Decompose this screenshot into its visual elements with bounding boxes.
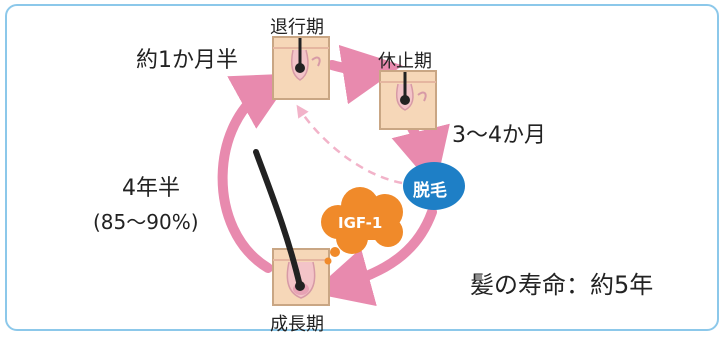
hair-follicle-icon: [379, 70, 437, 130]
lifespan-caption: 髪の寿命：約5年: [470, 265, 653, 300]
hair-loss-badge: [403, 162, 465, 210]
lifespan-value: 約5年: [590, 271, 654, 299]
cloud-icon: [321, 187, 403, 265]
hair-strand-icon: [253, 149, 303, 289]
lifespan-label: 髪の寿命：: [470, 271, 590, 299]
arrow-regression-to-resting: [327, 44, 403, 105]
stage-label-growth: 成長期: [270, 314, 324, 335]
igf-label: IGF-1: [338, 214, 383, 232]
stage-label-regression: 退行期: [270, 17, 324, 38]
stage-label-resting: 休止期: [378, 51, 432, 72]
duration-regression: 約1か月半: [136, 48, 238, 73]
duration-growth-years: 4年半: [122, 176, 180, 201]
duration-growth-ratio: (85～90%): [93, 210, 199, 234]
arrow-resting-to-hairloss: [391, 123, 450, 190]
arrow-growth-to-regression: [217, 73, 295, 273]
hair-loss-label: 脱毛: [413, 181, 447, 201]
hair-bulb-icon: [295, 281, 305, 291]
diagram-frame: [5, 4, 719, 331]
hair-follicle-icon: [272, 248, 330, 306]
duration-resting: 3～4か月: [452, 123, 546, 148]
hair-follicle-icon: [272, 36, 330, 100]
dashed-arrow-hairloss-to-regression: [296, 104, 403, 185]
arrow-hairloss-to-growth: [311, 207, 437, 307]
